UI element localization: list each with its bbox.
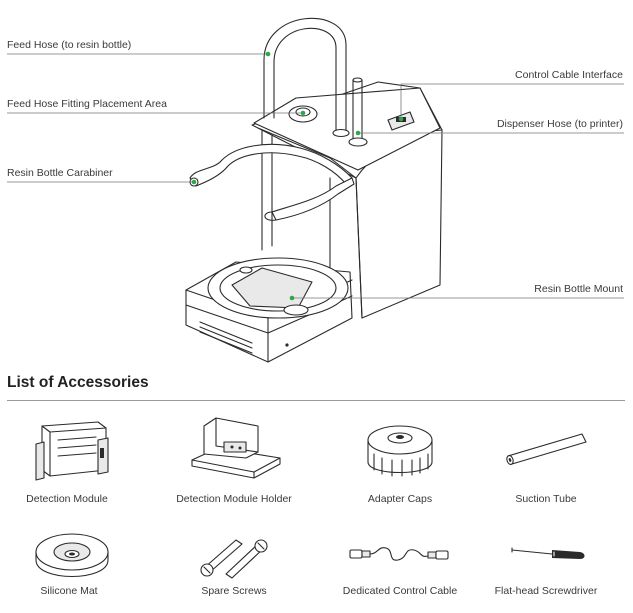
feed-hose — [263, 17, 350, 138]
spare-screws-icon — [200, 539, 268, 579]
accessory-label-detection-module-holder: Detection Module Holder — [176, 493, 292, 505]
callout-control-cable-interface: Control Cable Interface — [515, 69, 623, 81]
dispenser-hose — [348, 77, 368, 147]
accessory-label-detection-module: Detection Module — [26, 493, 108, 505]
callout-resin-bottle-carabiner: Resin Bottle Carabiner — [7, 167, 113, 179]
detection-module-holder-icon — [191, 417, 281, 479]
control-cable-icon — [349, 547, 449, 561]
callout-dispenser-hose: Dispenser Hose (to printer) — [496, 118, 623, 130]
accessory-label-screwdriver: Flat-head Screwdriver — [494, 585, 598, 597]
callout-leaders — [7, 51, 624, 301]
accessory-label-control-cable: Dedicated Control Cable — [342, 585, 458, 597]
adapter-caps-icon — [367, 425, 433, 477]
heading-divider — [7, 400, 625, 401]
callout-feed-hose-fitting: Feed Hose Fitting Placement Area — [7, 98, 167, 110]
screwdriver-icon — [511, 547, 585, 559]
resin-bottle-carabiner — [189, 143, 355, 221]
accessories-heading: List of Accessories — [7, 374, 149, 391]
accessory-label-spare-screws: Spare Screws — [201, 585, 267, 597]
detection-module-icon — [35, 421, 109, 481]
accessory-label-silicone-mat: Silicone Mat — [40, 585, 98, 597]
callout-feed-hose: Feed Hose (to resin bottle) — [7, 39, 132, 51]
silicone-mat-icon — [35, 533, 109, 577]
accessory-label-suction-tube: Suction Tube — [515, 493, 577, 505]
callout-resin-bottle-mount: Resin Bottle Mount — [534, 283, 623, 295]
resin-dispenser-diagram — [7, 17, 624, 363]
suction-tube-icon — [506, 433, 587, 465]
base-vent-grille — [199, 321, 253, 354]
accessory-label-adapter-caps: Adapter Caps — [367, 493, 433, 505]
resin-bottle-mount — [207, 257, 349, 319]
